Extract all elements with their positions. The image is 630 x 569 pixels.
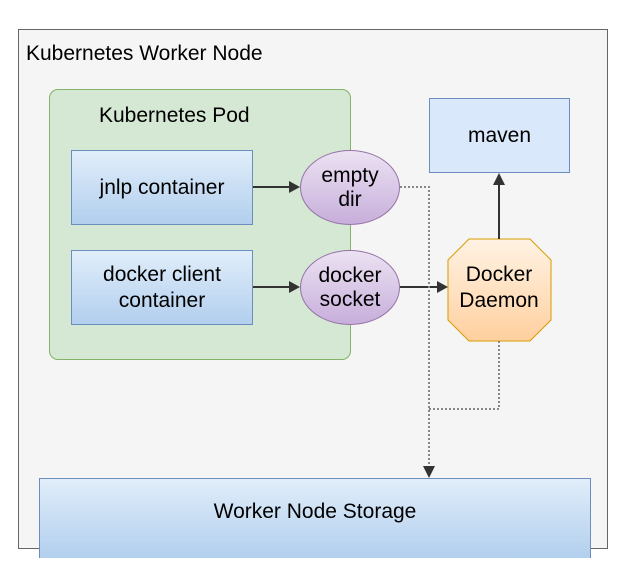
docker-socket-volume: docker socket [300,250,400,325]
empty-dir-label-line2: dir [338,187,362,211]
jnlp-container-box: jnlp container [71,150,253,225]
docker-daemon-label: Docker Daemon [446,262,552,314]
arrowhead-empty-dir [289,181,300,193]
arrowhead-storage [423,466,435,478]
docker-client-container-box: docker client container [71,250,253,325]
docker-socket-label-line2: socket [319,287,381,311]
arrowhead-daemon [437,281,448,293]
docker-client-label-line1: docker client [103,262,221,286]
empty-dir-volume: empty dir [300,150,400,225]
docker-daemon-label-line1: Docker [465,263,533,286]
pod-title: Kubernetes Pod [99,104,250,127]
docker-daemon-label-line2: Daemon [459,289,539,312]
docker-socket-label-line1: docker [318,263,382,287]
maven-label: maven [467,123,532,147]
docker-client-label-line2: container [118,288,206,312]
dotted-empty-dir-to-storage [400,186,430,468]
arrowhead-docker-socket [289,281,300,293]
jnlp-container-label: jnlp container [99,175,225,199]
maven-box: maven [429,98,570,173]
worker-node-storage-label: Worker Node Storage [213,500,417,523]
dotted-daemon-to-storage [429,341,500,410]
empty-dir-label-line1: empty [321,163,379,187]
worker-node-storage-box [39,478,591,558]
arrowhead-maven [493,173,505,185]
worker-node-title: Kubernetes Worker Node [26,42,263,65]
docker-daemon-octagon [447,238,552,342]
